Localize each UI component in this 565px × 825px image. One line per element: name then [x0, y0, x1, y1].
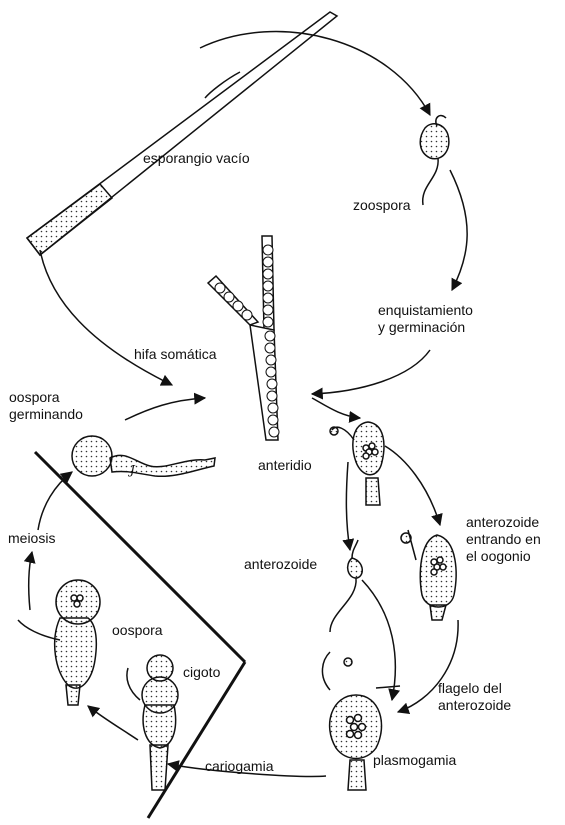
zoospore [420, 116, 449, 205]
label-anterozoide: anterozoide [244, 556, 317, 573]
zygote-structure [127, 655, 178, 790]
label-zoospora: zoospora [353, 197, 411, 214]
label-esporangio-vacio: esporangio vacío [143, 150, 250, 167]
label-flagelo: flagelo del anterozoide [438, 680, 511, 714]
label-anterozoide-entrando: anterozoide entrando en el oogonio [466, 514, 541, 565]
empty-sporangium [27, 12, 337, 255]
label-cariogamia: cariogamia [205, 758, 273, 775]
label-plasmogamia: plasmogamia [373, 752, 456, 769]
oogonium-with-antheridium [330, 422, 384, 505]
label-hifa-somatica: hifa somática [134, 346, 216, 363]
label-meiosis: meiosis [8, 530, 55, 547]
germinating-oospore: J [72, 436, 215, 477]
somatic-hypha [208, 236, 279, 440]
label-oospora: oospora [112, 622, 163, 639]
oospore-structure [18, 580, 100, 705]
label-oospora-germinando: oospora germinando [9, 389, 83, 423]
label-cigoto: cigoto [183, 664, 220, 681]
anterozoid-entering-oogonium [401, 530, 456, 620]
label-anteridio: anteridio [258, 457, 312, 474]
anterozoid [330, 540, 362, 632]
plasmogamy-oogonium [322, 652, 381, 790]
label-enquistamiento: enquistamiento y germinación [378, 302, 473, 336]
